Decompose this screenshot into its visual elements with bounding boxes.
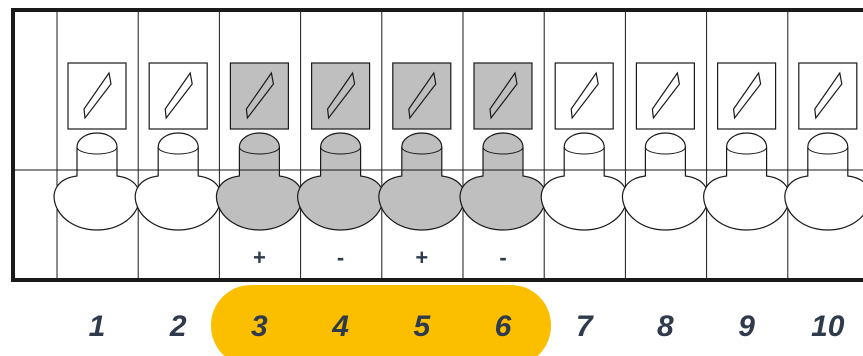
clamp-icon (53, 132, 141, 231)
clamp-rim (563, 146, 605, 155)
terminal-9: 9 (703, 10, 791, 343)
screw-slash-icon (570, 71, 599, 120)
terminal-number: 6 (495, 310, 512, 343)
screw-slash-icon (326, 71, 356, 120)
screw-slash-icon (814, 71, 843, 120)
terminal-number: 2 (169, 310, 187, 343)
polarity-label: + (415, 245, 428, 270)
polarity-label: - (499, 245, 506, 270)
clamp-icon (378, 132, 466, 231)
screw-slash-icon (245, 71, 275, 120)
clamp-icon (621, 132, 709, 231)
screw-slash-icon (489, 71, 518, 120)
screw-slot-icon (392, 62, 452, 130)
terminal-5: +5 (378, 10, 466, 343)
highlight-pill (211, 285, 551, 356)
screw-slot-icon (798, 62, 858, 130)
clamp-rim (157, 146, 199, 155)
clamp-rim (401, 146, 443, 155)
screw-slot-icon (229, 62, 289, 130)
clamp-icon (703, 132, 791, 231)
screw-slot-icon (635, 62, 696, 130)
screw-slot-icon (473, 62, 533, 130)
clamp-rim (807, 146, 849, 155)
screw-slot-icon (716, 62, 777, 130)
clamp-rim (76, 146, 118, 155)
terminal-3: +3 (215, 10, 303, 343)
screw-slash-icon (408, 71, 437, 120)
clamp-rim (482, 146, 524, 155)
polarity-label: + (253, 245, 266, 270)
polarity-label: - (337, 245, 344, 270)
terminal-8: 8 (621, 10, 709, 343)
terminal-7: 7 (540, 10, 628, 343)
terminal-2: 2 (134, 10, 222, 343)
screw-slash-icon (651, 71, 681, 120)
clamp-icon (540, 132, 628, 231)
screw-slash-icon (83, 71, 112, 120)
screw-slot-icon (148, 62, 208, 130)
screw-slot-icon (554, 62, 614, 130)
terminal-number: 5 (413, 310, 431, 343)
screw-slash-icon (164, 71, 193, 120)
terminal-block-frame (11, 8, 863, 282)
clamp-rim (320, 146, 362, 155)
screw-slash-icon (732, 71, 762, 120)
terminal-number: 8 (657, 310, 674, 343)
screw-slot-icon (67, 62, 127, 130)
terminal-number: 1 (89, 310, 106, 343)
terminal-1: 1 (53, 10, 141, 343)
terminal-number: 7 (576, 310, 594, 343)
clamp-icon (784, 132, 863, 231)
screw-slot-icon (311, 62, 371, 130)
terminal-number: 9 (738, 310, 755, 343)
clamp-icon (215, 132, 303, 231)
clamp-icon (297, 132, 385, 231)
clamp-icon (459, 132, 547, 231)
clamp-rim (238, 146, 280, 155)
terminal-10: 10 (784, 10, 863, 343)
terminal-6: -6 (459, 10, 547, 343)
terminal-number: 10 (811, 310, 845, 343)
terminal-number: 3 (251, 310, 268, 343)
clamp-rim (644, 146, 686, 155)
terminal-4: -4 (297, 10, 385, 343)
clamp-rim (726, 146, 768, 155)
terminal-number: 4 (331, 310, 349, 343)
clamp-icon (134, 132, 222, 231)
